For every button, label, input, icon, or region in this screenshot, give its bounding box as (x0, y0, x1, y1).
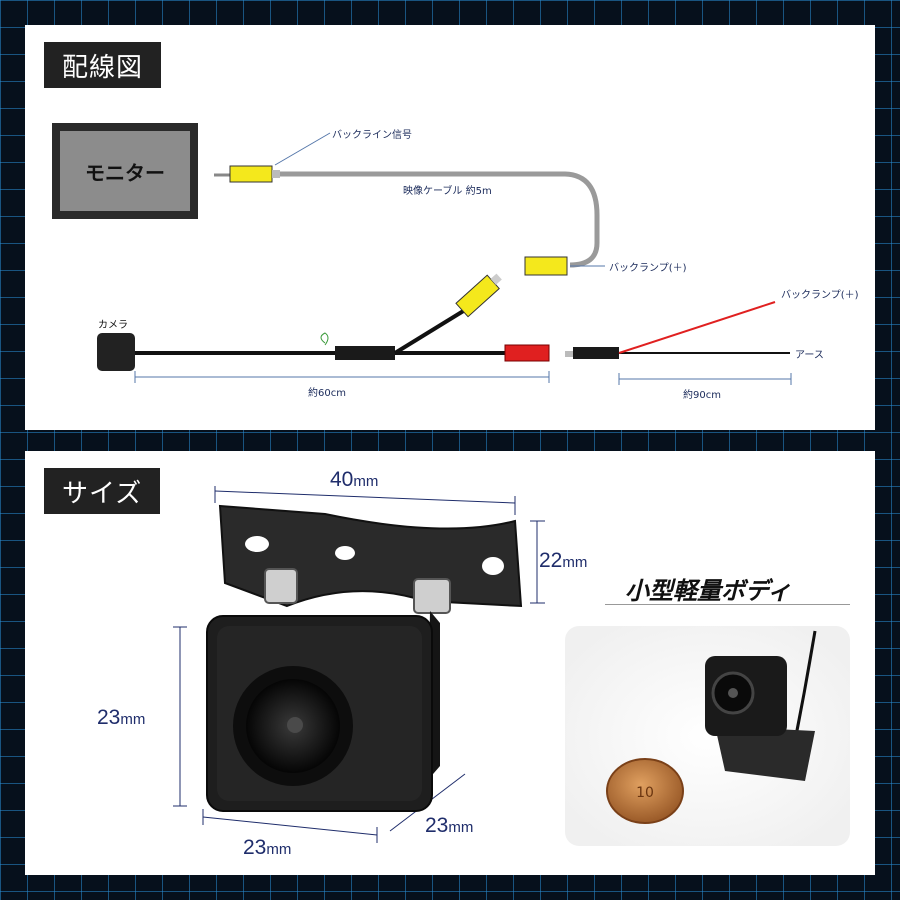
leader-backline (274, 132, 331, 166)
red-connector (504, 344, 550, 362)
rca-plug-branch (455, 273, 502, 318)
dim-label-23-height: 23mm (97, 706, 146, 729)
dim-label-23-depth: 23mm (425, 814, 474, 837)
screw-right (413, 578, 451, 614)
lens-center (287, 717, 303, 733)
right-connector (573, 347, 619, 359)
junction-box (335, 346, 395, 360)
feature-title: 小型軽量ボディ (625, 577, 792, 605)
size-diagram-svg: 10 (173, 486, 850, 846)
wiring-section-title: 配線図 (44, 42, 162, 88)
monitor-label: モニター (85, 160, 165, 185)
feature-underline (605, 604, 850, 605)
bracket-hole-left (245, 536, 269, 552)
photo-bracket (715, 726, 815, 781)
camera-label: カメラ (98, 320, 128, 331)
bracket-hole-center (335, 546, 355, 560)
backline-signal-label: バックライン信号 (332, 130, 412, 141)
branch-cable (393, 308, 467, 355)
earth-label: アース (795, 350, 824, 361)
bracket-hole-right (482, 557, 504, 575)
backlamp-label-right: バックランプ(＋) (781, 290, 859, 301)
size-panel: サイズ (25, 451, 875, 875)
rca-plug-tip (272, 170, 280, 178)
screw-left (264, 568, 298, 604)
video-cable (280, 171, 600, 268)
coin (606, 758, 684, 824)
length-60-label: 約60cm (308, 388, 346, 399)
rca-plug-lower (524, 256, 568, 276)
length-90-label: 約90cm (683, 390, 721, 401)
dim-line-23-width (202, 816, 378, 836)
dim-label-23-width: 23mm (243, 836, 292, 859)
monitor-graphic: モニター (52, 123, 198, 219)
dim-line-40 (214, 490, 516, 504)
backlamp-red-wire (618, 301, 776, 354)
camera-body (97, 333, 135, 371)
video-cable-label: 映像ケーブル 約5m (403, 186, 492, 197)
wiring-diagram-svg (97, 132, 792, 385)
dim-label-22: 22mm (539, 549, 588, 572)
backlamp-label-top: バックランプ(＋) (609, 263, 687, 274)
wiring-diagram-panel: 配線図 (25, 25, 875, 430)
rca-plug-monitor (229, 165, 273, 183)
green-wire (320, 332, 329, 346)
monitor-screen: モニター (60, 131, 190, 211)
dim-label-40: 40mm (330, 468, 379, 491)
coin-text: 10 (636, 785, 654, 801)
size-section-title: サイズ (44, 468, 161, 514)
